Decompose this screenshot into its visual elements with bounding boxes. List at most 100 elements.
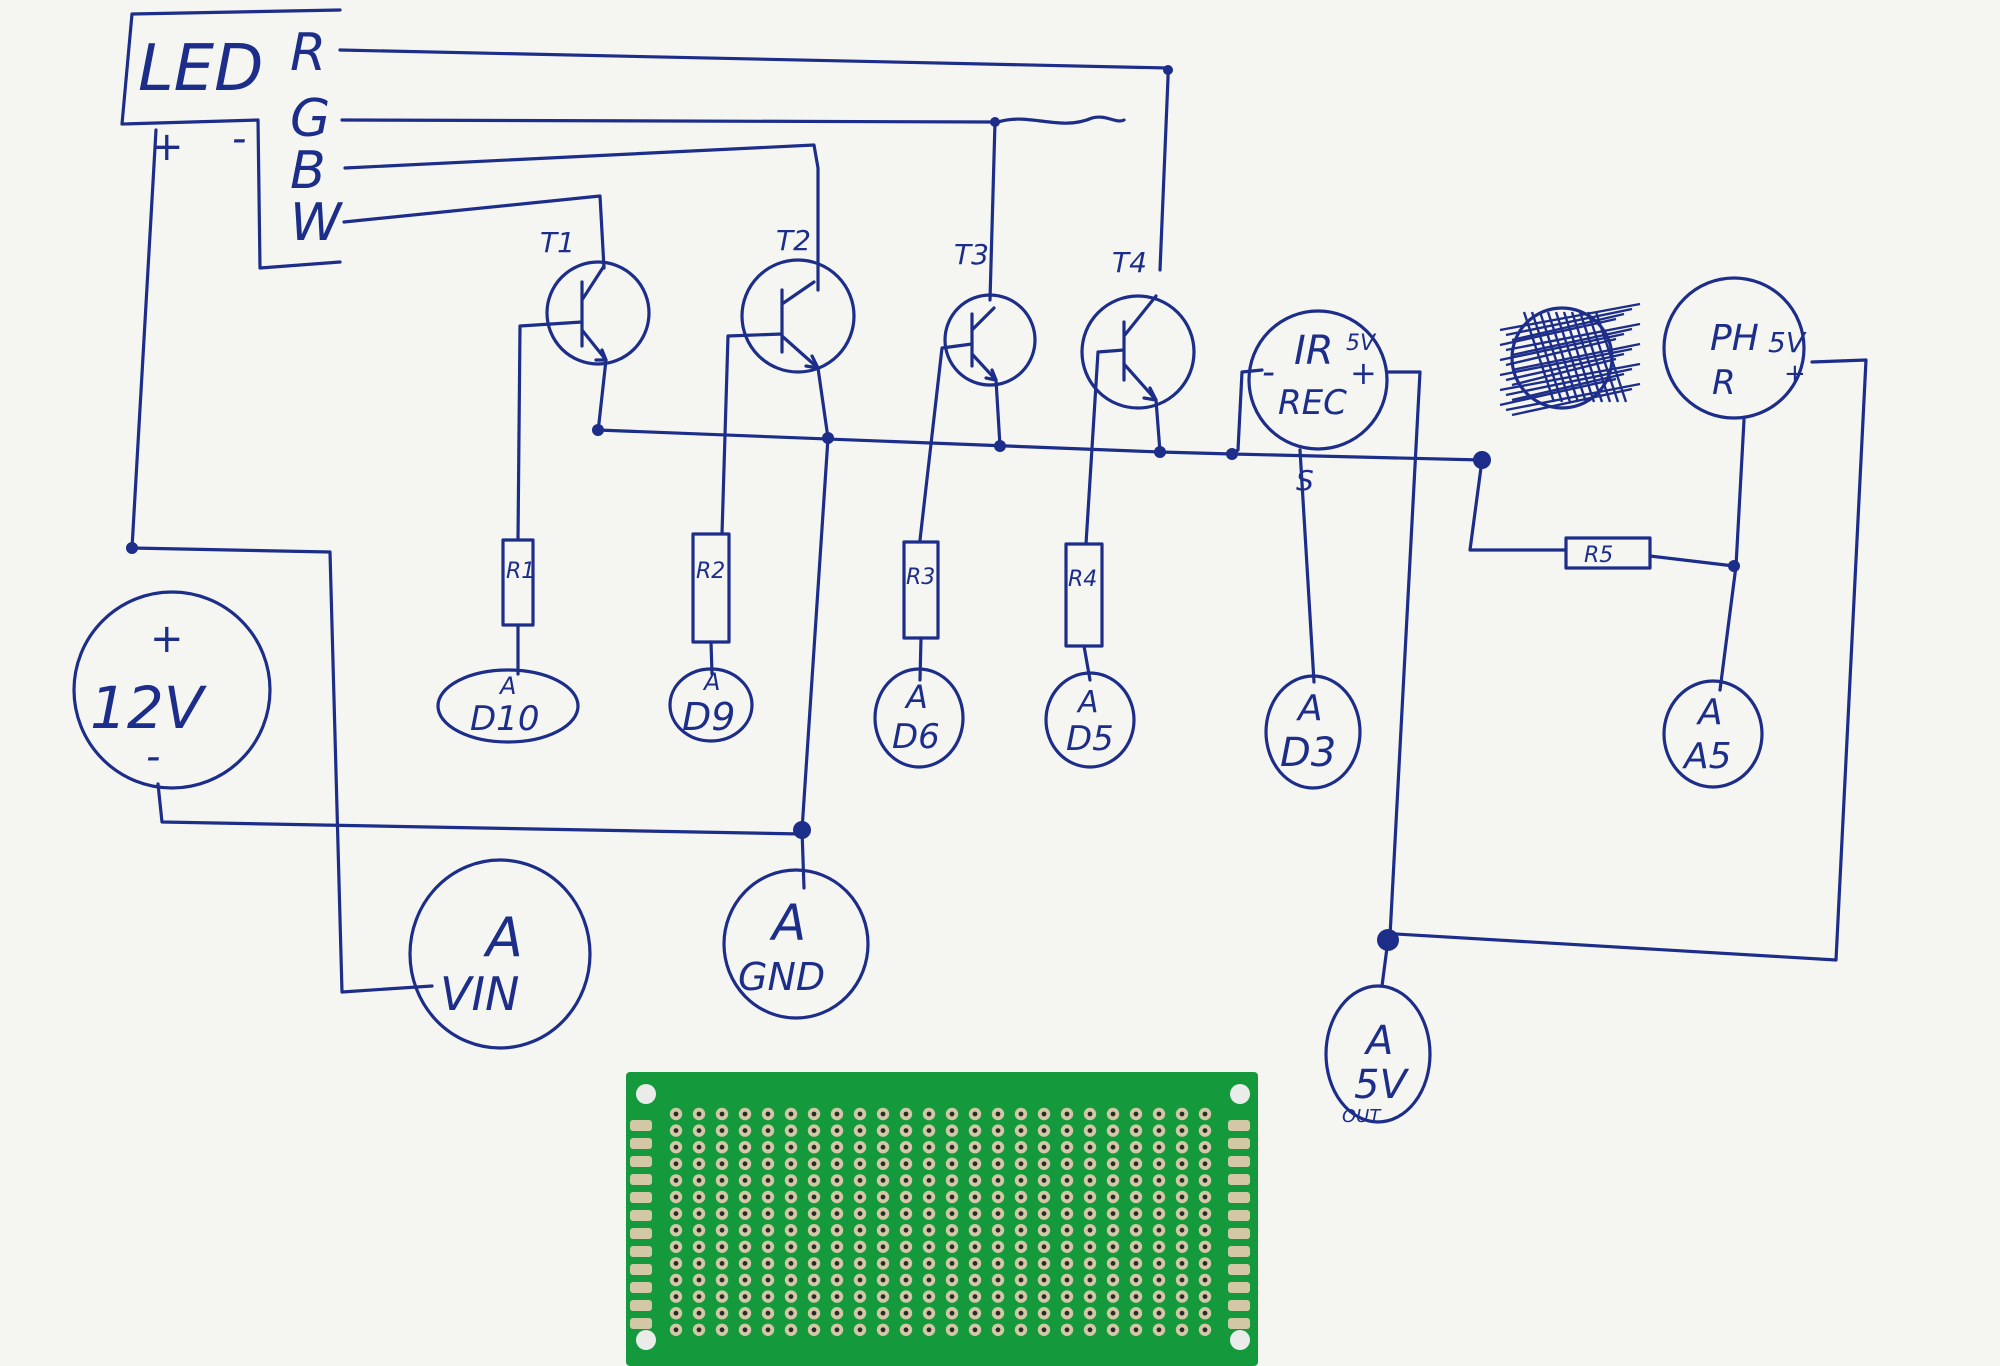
pcb-hole xyxy=(834,1178,840,1183)
pcb-hole xyxy=(1156,1194,1162,1200)
pcb-hole xyxy=(673,1161,679,1167)
pcb-hole xyxy=(1087,1310,1093,1316)
pcb-hole xyxy=(857,1244,863,1250)
pcb-hole xyxy=(1202,1211,1208,1216)
pcb-hole xyxy=(811,1128,817,1133)
pcb-hole xyxy=(1087,1327,1093,1333)
pin-circle-5v xyxy=(1324,984,1432,1124)
pcb-hole xyxy=(1156,1111,1162,1117)
pcb-hole xyxy=(1110,1178,1116,1183)
scribble-stroke xyxy=(1511,342,1641,372)
pcb-hole xyxy=(811,1327,817,1333)
pcb-hole xyxy=(742,1161,748,1167)
pcb-hole xyxy=(972,1211,978,1216)
pcb-hole xyxy=(903,1194,909,1200)
pcb-hole xyxy=(1179,1327,1185,1333)
pcb-edge-pad xyxy=(630,1156,652,1167)
pin-d6-prefix: A xyxy=(904,678,928,716)
pcb-hole xyxy=(995,1227,1001,1233)
pcb-hole xyxy=(696,1211,702,1216)
pcb-hole xyxy=(857,1161,863,1167)
pcb-hole xyxy=(1179,1244,1185,1250)
pcb-hole xyxy=(1156,1261,1162,1266)
pcb-hole xyxy=(719,1144,725,1150)
pcb-hole xyxy=(719,1294,725,1299)
pcb-hole xyxy=(673,1194,679,1200)
pcb-hole xyxy=(995,1294,1001,1299)
ph-volt-label: 5V xyxy=(1768,326,1807,359)
pcb-hole xyxy=(765,1211,771,1216)
pcb-hole xyxy=(742,1128,748,1133)
pcb-hole xyxy=(1202,1178,1208,1183)
pcb-mounting-hole xyxy=(1230,1084,1250,1104)
ph-plus-label: + xyxy=(1784,359,1806,389)
pcb-hole xyxy=(1018,1294,1024,1299)
scribble-stroke xyxy=(1499,332,1625,362)
pcb-hole xyxy=(696,1227,702,1233)
pcb-hole xyxy=(1041,1310,1047,1316)
pcb-hole xyxy=(673,1277,679,1283)
pcb-hole xyxy=(949,1111,955,1117)
pcb-hole xyxy=(788,1277,794,1283)
pcb-hole xyxy=(1064,1194,1070,1200)
pcb-edge-pad xyxy=(1228,1210,1250,1221)
pcb-hole xyxy=(1202,1310,1208,1316)
pcb-hole xyxy=(903,1211,909,1216)
pcb-hole xyxy=(1087,1128,1093,1133)
pcb-hole xyxy=(1179,1111,1185,1117)
pcb-hole xyxy=(1110,1111,1116,1117)
pcb-hole xyxy=(1156,1128,1162,1133)
pcb-hole xyxy=(1087,1244,1093,1250)
pcb-hole xyxy=(857,1294,863,1299)
pcb-edge-pad xyxy=(630,1120,652,1131)
pcb-hole xyxy=(788,1128,794,1133)
pcb-hole xyxy=(949,1277,955,1283)
pcb-hole xyxy=(1087,1111,1093,1117)
pcb-hole xyxy=(696,1194,702,1200)
pcb-hole xyxy=(719,1244,725,1250)
pcb-hole xyxy=(903,1128,909,1133)
pcb-hole xyxy=(719,1227,725,1233)
pcb-hole xyxy=(880,1310,886,1316)
pcb-hole xyxy=(995,1261,1001,1266)
transistor-t4 xyxy=(1080,294,1196,410)
pcb-hole xyxy=(1018,1327,1024,1333)
pin-circle-d10 xyxy=(436,668,580,744)
led-minus-label: - xyxy=(232,116,246,162)
pcb-hole xyxy=(926,1144,932,1150)
pin-5v-prefix: A xyxy=(1363,1018,1393,1064)
pcb-hole xyxy=(742,1194,748,1200)
wire-emitter-t4 xyxy=(1154,398,1162,454)
pcb-hole xyxy=(742,1144,748,1150)
pcb-hole xyxy=(972,1227,978,1233)
pcb-hole xyxy=(949,1178,955,1183)
pcb-hole xyxy=(972,1327,978,1333)
pcb-hole xyxy=(857,1310,863,1316)
pcb-hole xyxy=(926,1128,932,1133)
pcb-hole xyxy=(742,1244,748,1250)
pcb-hole xyxy=(788,1261,794,1266)
scribble-stroke xyxy=(1499,317,1617,347)
pcb-hole xyxy=(1202,1327,1208,1333)
pcb-hole xyxy=(673,1144,679,1150)
pcb-hole xyxy=(1110,1244,1116,1250)
pcb-edge-pad xyxy=(630,1264,652,1275)
pcb-hole xyxy=(696,1277,702,1283)
pcb-hole xyxy=(1133,1294,1139,1299)
pcb-hole xyxy=(696,1310,702,1316)
pcb-hole xyxy=(673,1211,679,1216)
pcb-hole xyxy=(949,1128,955,1133)
pcb-hole xyxy=(811,1227,817,1233)
pcb-hole xyxy=(972,1111,978,1117)
pcb-hole xyxy=(1156,1277,1162,1283)
pcb-hole xyxy=(1087,1144,1093,1150)
pcb-hole xyxy=(811,1244,817,1250)
wire-r3-d6 xyxy=(918,636,923,682)
pcb-hole xyxy=(765,1178,771,1183)
pin-d3-prefix: A xyxy=(1296,688,1323,729)
pcb-hole xyxy=(949,1327,955,1333)
pcb-hole xyxy=(742,1111,748,1117)
pcb-hole xyxy=(880,1277,886,1283)
pcb-edge-pad xyxy=(630,1282,652,1293)
pcb-hole xyxy=(696,1261,702,1266)
